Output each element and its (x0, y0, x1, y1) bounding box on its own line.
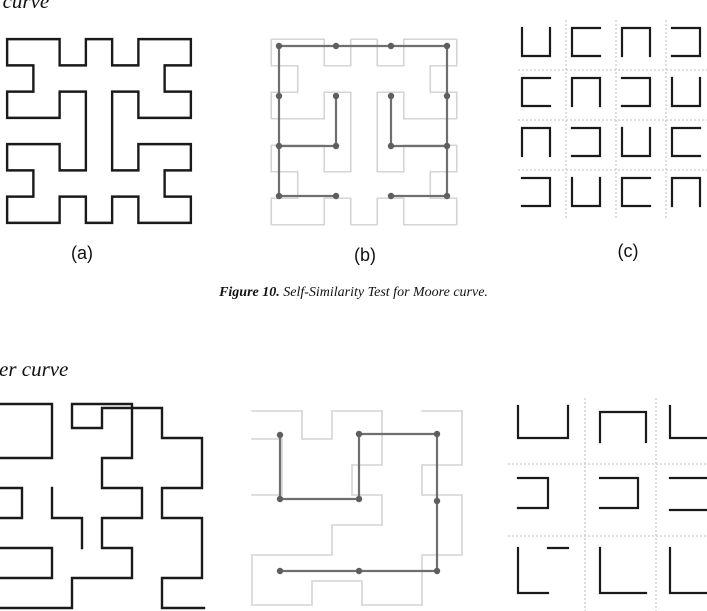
skeleton-node (332, 192, 340, 200)
moore-tile-path (620, 26, 652, 58)
skeleton-node (443, 192, 451, 200)
skeleton-node (443, 92, 451, 100)
skeleton-top-path (277, 44, 449, 98)
sublabel-b: (b) (354, 245, 376, 265)
moore-tile-path (670, 126, 702, 158)
skeleton-inner-left-path (277, 94, 338, 148)
peano-tile-path (668, 546, 707, 595)
peano-curve-path (0, 402, 206, 610)
skeleton-node (275, 142, 283, 150)
skeleton-node (355, 567, 363, 575)
moore-tile-path (670, 76, 702, 108)
moore-curve-faded-path (270, 38, 458, 226)
peano-tile-path (598, 410, 648, 444)
moore-tile-path (620, 126, 652, 158)
skeleton-node (276, 567, 284, 575)
skeleton-node (355, 430, 363, 438)
skeleton-node (355, 495, 363, 503)
moore-tile-path (520, 76, 552, 108)
moore-curve-full-panel (5, 37, 193, 225)
moore-tile-path (520, 176, 552, 208)
peano-tile-path (598, 476, 640, 510)
peano-tile-path (598, 546, 648, 595)
moore-tile-path (620, 176, 652, 208)
peano-skeleton-path (278, 432, 439, 573)
peano-curve-faded-left (251, 438, 283, 496)
moore-tile-path (570, 176, 602, 208)
skeleton-node (275, 42, 283, 50)
skeleton-node (275, 192, 283, 200)
skeleton-node (332, 42, 340, 50)
skeleton-node (433, 567, 441, 575)
peano-tile-path (668, 404, 707, 440)
peano-section-heading: nder curve (0, 357, 69, 381)
peano-tile-path (516, 404, 570, 440)
moore-tile-path (520, 26, 552, 58)
peano-curve-skeleton-panel (251, 410, 463, 606)
figure-caption-text: Self-Similarity Test for Moore curve. (283, 285, 488, 300)
skeleton-node (433, 497, 441, 505)
peano-curve-faded-path (251, 410, 463, 606)
moore-tile-path (570, 76, 602, 108)
moore-curve-path (5, 37, 193, 225)
peano-tile-path (516, 546, 550, 595)
moore-section-heading: e curve (0, 0, 50, 13)
figure-caption: Figure 10. Self-Similarity Test for Moor… (0, 286, 707, 300)
skeleton-node (332, 142, 340, 150)
peano-curve-subdivided-panel (508, 398, 707, 611)
skeleton-node (443, 42, 451, 50)
skeleton-node (276, 431, 284, 439)
peano-curve-full-panel (0, 402, 206, 610)
peano-tile-path (516, 476, 550, 510)
peano-curve-inner-path (50, 486, 84, 550)
skeleton-node (387, 42, 395, 50)
skeleton-node (332, 92, 340, 100)
moore-tile-path (570, 126, 602, 158)
skeleton-node (387, 92, 395, 100)
sublabel-a: (a) (71, 243, 93, 263)
moore-tile-path (520, 126, 552, 158)
moore-curve-skeleton-panel (270, 38, 458, 226)
skeleton-node (387, 142, 395, 150)
sublabel-c: (c) (617, 241, 639, 261)
moore-curve-subdivided-panel (518, 20, 707, 220)
moore-tile-path (670, 26, 702, 58)
skeleton-node (276, 495, 284, 503)
figure-number: Figure 10. (219, 285, 280, 300)
moore-tile-path (670, 176, 702, 208)
skeleton-node (387, 192, 395, 200)
skeleton-inner-right-path (389, 94, 449, 148)
skeleton-node (275, 92, 283, 100)
skeleton-node (433, 430, 441, 438)
skeleton-node (443, 142, 451, 150)
moore-tile-path (620, 76, 652, 108)
moore-tile-path (570, 26, 602, 58)
